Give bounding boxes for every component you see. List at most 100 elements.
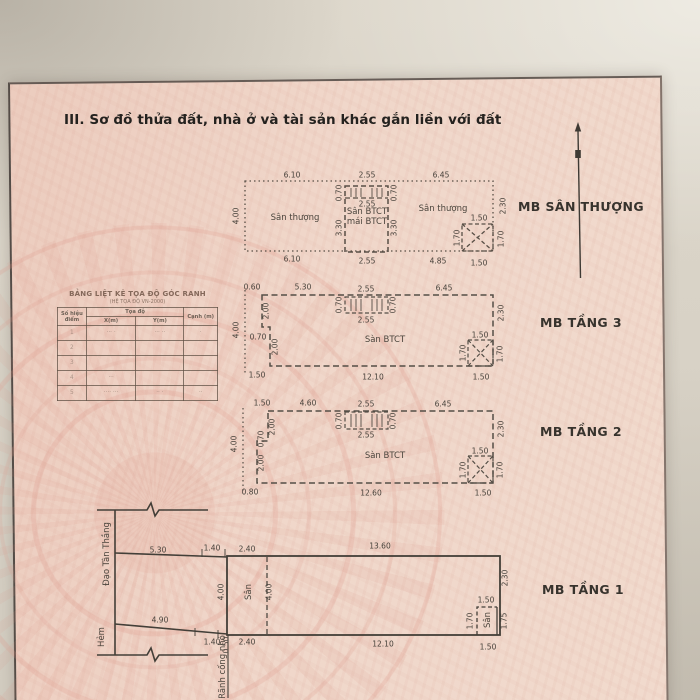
dimension-label: 1.50	[477, 595, 495, 605]
dimension-label: 1.50	[248, 370, 266, 380]
coord-table-cell: ··	[183, 385, 218, 401]
dimension-label: 2.55	[358, 170, 376, 180]
dimension-label: 0.70	[249, 332, 267, 342]
dimension-label: 4.00	[231, 321, 241, 339]
dimension-label: 2.30	[496, 304, 506, 322]
coord-table-cell: ·· ·	[135, 385, 185, 401]
plan-roof-lines	[244, 180, 494, 253]
dimension-label: 2.00	[270, 338, 280, 356]
dimension-label: 4.60	[299, 398, 317, 408]
coord-table-cell: 4	[57, 370, 87, 386]
coord-table-cell	[135, 355, 185, 371]
area-label: Sân thượng	[270, 212, 320, 223]
dimension-label: 1.70	[458, 344, 468, 362]
dimension-label: 2.55	[358, 199, 376, 209]
dimension-label: 1.50	[471, 330, 489, 340]
dimension-label: 6.10	[283, 170, 301, 180]
plan-floor1-lines	[97, 500, 501, 698]
dimension-label: 1.70	[495, 461, 505, 479]
dimension-label: 1.70	[458, 461, 468, 479]
floor-label-floor3: MB TẦNG 3	[540, 314, 622, 330]
dimension-label: 6.10	[283, 254, 301, 264]
dimension-label: 4.00	[264, 583, 274, 601]
dimension-label: 1.50	[472, 372, 490, 382]
plan-floor2-lines	[242, 408, 494, 492]
floor-label-floor2: MB TẦNG 2	[540, 423, 622, 439]
dimension-label: 1.50	[471, 446, 489, 456]
col-x-header: X(m)	[85, 316, 137, 326]
coord-table-cell	[135, 340, 185, 356]
dimension-label: 1.70	[496, 230, 506, 248]
area-label: Rãnh cống nhỏ	[217, 635, 228, 699]
coord-table-cell	[85, 340, 137, 356]
dimension-label: 1.50	[470, 258, 488, 268]
coord-table-cell: 5	[57, 385, 87, 401]
dimension-label: 2.00	[256, 454, 266, 472]
coord-table-title: BẢNG LIỆT KÊ TỌA ĐỘ GÓC RANH	[69, 290, 206, 298]
coord-table-cell: 2	[57, 340, 87, 356]
dimension-label: 2.55	[357, 284, 375, 294]
dimension-label: 2.40	[238, 544, 256, 554]
dimension-label: 0.70	[389, 184, 399, 202]
dimension-label: 0.70	[388, 412, 398, 430]
coord-table-cell	[183, 340, 218, 356]
dimension-label: 2.30	[500, 569, 510, 587]
dimension-label: 2.30	[498, 197, 508, 215]
dimension-label: 0.80	[241, 487, 259, 497]
dimension-label: 6.45	[432, 170, 450, 180]
plan-floor3-lines	[244, 290, 494, 373]
dimension-label: 1.50	[479, 642, 497, 652]
dimension-label: 4.00	[231, 207, 241, 225]
dimension-label: 12.10	[362, 372, 384, 382]
dimension-label: 2.55	[358, 256, 376, 266]
dimension-label: 2.55	[357, 430, 375, 440]
dimension-label: 1.70	[465, 612, 475, 630]
area-label: Sân thượng	[418, 203, 468, 214]
dimension-label: 1.70	[495, 345, 505, 363]
coord-table-cell: ··· ··	[135, 325, 185, 341]
dimension-label: 1.40	[203, 637, 221, 647]
dimension-label: 5.30	[294, 282, 312, 292]
area-label: Sàn BTCT	[364, 334, 406, 345]
coord-table-cell	[183, 370, 218, 386]
dimension-label: 13.60	[369, 541, 391, 551]
coord-table-row: 3	[57, 355, 218, 371]
dimension-label: 2.00	[267, 418, 277, 436]
dimension-label: 2.55	[357, 315, 375, 325]
dimension-label: 1.70	[452, 229, 462, 247]
dimension-label: 1.50	[474, 488, 492, 498]
dimension-label: 1.75	[499, 612, 509, 630]
coord-table-cell: ···	[85, 370, 137, 386]
dimension-label: 4.00	[216, 583, 226, 601]
col-coords-header: Tọa độ	[85, 307, 185, 317]
dimension-label: 3.30	[334, 219, 344, 237]
col-edge-header: Cạnh (m)	[183, 307, 218, 326]
area-label: Sân	[243, 584, 254, 600]
dimension-label: 2.40	[238, 637, 256, 647]
dimension-label: 1.40	[203, 543, 221, 553]
coord-table-row: 2	[57, 340, 218, 356]
dimension-label: 0.70	[388, 296, 398, 314]
dimension-label: 0.60	[243, 282, 261, 292]
dimension-label: 2.00	[261, 302, 271, 320]
dimension-label: 6.45	[434, 399, 452, 409]
coord-table-cell: 1	[57, 325, 87, 341]
area-label: Sân	[482, 612, 493, 628]
floor-label-roof: MB SÂN THƯỢNG	[517, 198, 645, 214]
dimension-label: 3.30	[389, 219, 399, 237]
dimension-label: 4.90	[151, 615, 169, 625]
area-label: Sân BTCT	[346, 206, 388, 217]
coord-table-grid: Số hiệu điểm Tọa độ Cạnh (m) X(m) Y(m) 1…	[57, 307, 218, 401]
dimension-label: 6.45	[435, 283, 453, 293]
dimension-label: 2.55	[357, 399, 375, 409]
coord-table-row: 4···	[57, 370, 218, 386]
col-y-header: Y(m)	[135, 316, 185, 326]
area-label: mái BTCT	[346, 216, 388, 227]
dimension-label: 4.00	[229, 435, 239, 453]
coord-table-cell	[135, 370, 185, 386]
dimension-label: 0.70	[334, 412, 344, 430]
dimension-label: 0.70	[334, 296, 344, 314]
